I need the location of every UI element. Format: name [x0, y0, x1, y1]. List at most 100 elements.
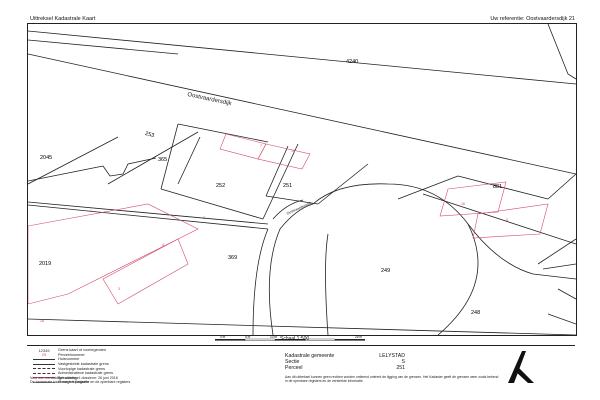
boundary-line: [265, 145, 289, 197]
boundary-line: [28, 204, 269, 230]
building-outline: [439, 181, 507, 217]
house-number: 16: [461, 202, 465, 206]
parcel-label[interactable]: 248: [471, 310, 481, 316]
boundary-line: [28, 30, 576, 85]
scale-tick: 0 m: [220, 335, 226, 339]
boundary-line: [542, 263, 576, 270]
info-label: Kadastrale gemeente: [285, 353, 335, 359]
boundary-line: [177, 136, 201, 185]
parcel-label[interactable]: 251: [283, 183, 293, 189]
scale-bar-segment: [304, 338, 336, 341]
scale-bar-graphic: [215, 338, 365, 341]
boundary-line: [557, 288, 576, 300]
parcel-label[interactable]: 881: [493, 184, 503, 190]
house-number: 4: [162, 243, 164, 247]
parcel-label[interactable]: 252: [216, 183, 226, 189]
legend-line-symbol: [33, 358, 55, 360]
boundary-line: [457, 175, 549, 200]
boundary-line: [102, 157, 157, 177]
boundary-line: [547, 173, 576, 200]
scale-tick: 25 m: [355, 335, 363, 339]
boundary-line: [437, 223, 479, 335]
legend-footnotes: Voor een eenduidiger uittreksel: dossier…: [30, 376, 230, 384]
boundary-line: [28, 136, 119, 185]
boundary-line: [177, 123, 269, 143]
legend-label: Bebouwing: [58, 375, 77, 380]
info-disclaimer: Aan dit uittreksel kunnen geen rechten w…: [285, 375, 499, 383]
parcel-label[interactable]: 249: [381, 268, 391, 274]
cadastral-map[interactable]: 4240 2045 253 365 252 251 881 369 2019 2…: [27, 23, 577, 336]
info-label: Perceel: [285, 365, 303, 371]
legend-line-symbol: [33, 381, 55, 383]
scale-bar-segment: [244, 338, 276, 341]
legend-label: Overige topografie: [58, 380, 90, 385]
boundary-line: [547, 24, 576, 80]
info-value: S: [401, 359, 405, 365]
boundary-line: [265, 195, 319, 205]
boundary-line: [547, 313, 576, 325]
building-outline: [102, 238, 189, 305]
legend-label: Perceelnummer: [58, 352, 85, 357]
house-number: 1: [90, 209, 92, 213]
parcel-boundaries: [28, 24, 576, 335]
boundary-line: [279, 203, 314, 230]
scale-tick: 5 m: [245, 335, 251, 339]
scale-tick: 10 m: [270, 335, 278, 339]
boundary-line: [262, 143, 299, 220]
legend-symbol: 25: [41, 352, 47, 358]
building-outline: [28, 203, 199, 305]
legend-symbol: [30, 377, 58, 379]
buildings: [28, 133, 549, 305]
scale-label: Schaal 1:500: [280, 336, 310, 342]
info-row: Kadastrale gemeente LELYSTAD: [285, 353, 405, 359]
house-number: 18: [40, 319, 44, 323]
legend-item: Vastgestelde kadastrale grens: [30, 362, 290, 367]
legend-item: Overige topografie: [30, 380, 290, 385]
house-number: 5: [506, 218, 508, 222]
legend-label: Grens kaart of voorlegenden: [58, 348, 107, 353]
scale-bar: 0 m 5 m 10 m 25 m: [215, 335, 375, 348]
house-number: 10: [291, 149, 295, 153]
boundary-line: [160, 123, 179, 190]
legend-symbol: [30, 372, 58, 374]
building-outline: [257, 143, 311, 170]
legend-label: Vastgestelde kadastrale grens: [58, 362, 109, 367]
map-canvas[interactable]: [28, 24, 576, 335]
legend-item: 25 Perceelnummer: [30, 352, 290, 358]
boundary-line: [317, 163, 369, 205]
boundary-line: [160, 188, 264, 220]
boundary-line: [28, 165, 104, 182]
legend-label: Huisnummer: [58, 357, 80, 362]
scale-bar-line: [215, 339, 365, 341]
boundary-line: [272, 199, 304, 220]
legend-symbol: 12345: [38, 347, 50, 353]
parcel-label[interactable]: 369: [228, 255, 238, 261]
legend-item: 12345 Grens kaart of voorlegenden: [30, 348, 290, 353]
boundary-line: [325, 233, 329, 335]
boundary-line: [28, 39, 179, 55]
parcel-label[interactable]: 4240: [346, 59, 359, 65]
parcel-label[interactable]: 365: [158, 157, 168, 163]
map-title: Uittreksel Kadastrale Kaart: [30, 16, 96, 22]
legend-item: Bebouwing: [30, 376, 290, 381]
parcel-label[interactable]: 2045: [40, 155, 53, 161]
boundary-line: [28, 53, 576, 175]
boundary-line: [107, 131, 199, 185]
legend-symbol: [30, 358, 58, 360]
legend-line-symbol: [33, 368, 55, 370]
house-number: 2: [203, 216, 205, 220]
boundary-line: [28, 201, 269, 225]
info-value: 251: [396, 365, 405, 371]
legend-divider: [27, 345, 575, 346]
boundary-line: [397, 175, 459, 200]
info-row: Perceel 251: [285, 365, 405, 371]
boundary-line: [422, 193, 576, 245]
info-value: LELYSTAD: [379, 353, 405, 359]
boundary-line: [28, 318, 576, 335]
parcel-label[interactable]: 2019: [39, 261, 52, 267]
boundary-line: [252, 228, 269, 335]
legend-symbol: [30, 368, 58, 370]
legend-item: Voorlopige kadastrale grens: [30, 366, 290, 371]
legend-symbol: [30, 381, 58, 383]
